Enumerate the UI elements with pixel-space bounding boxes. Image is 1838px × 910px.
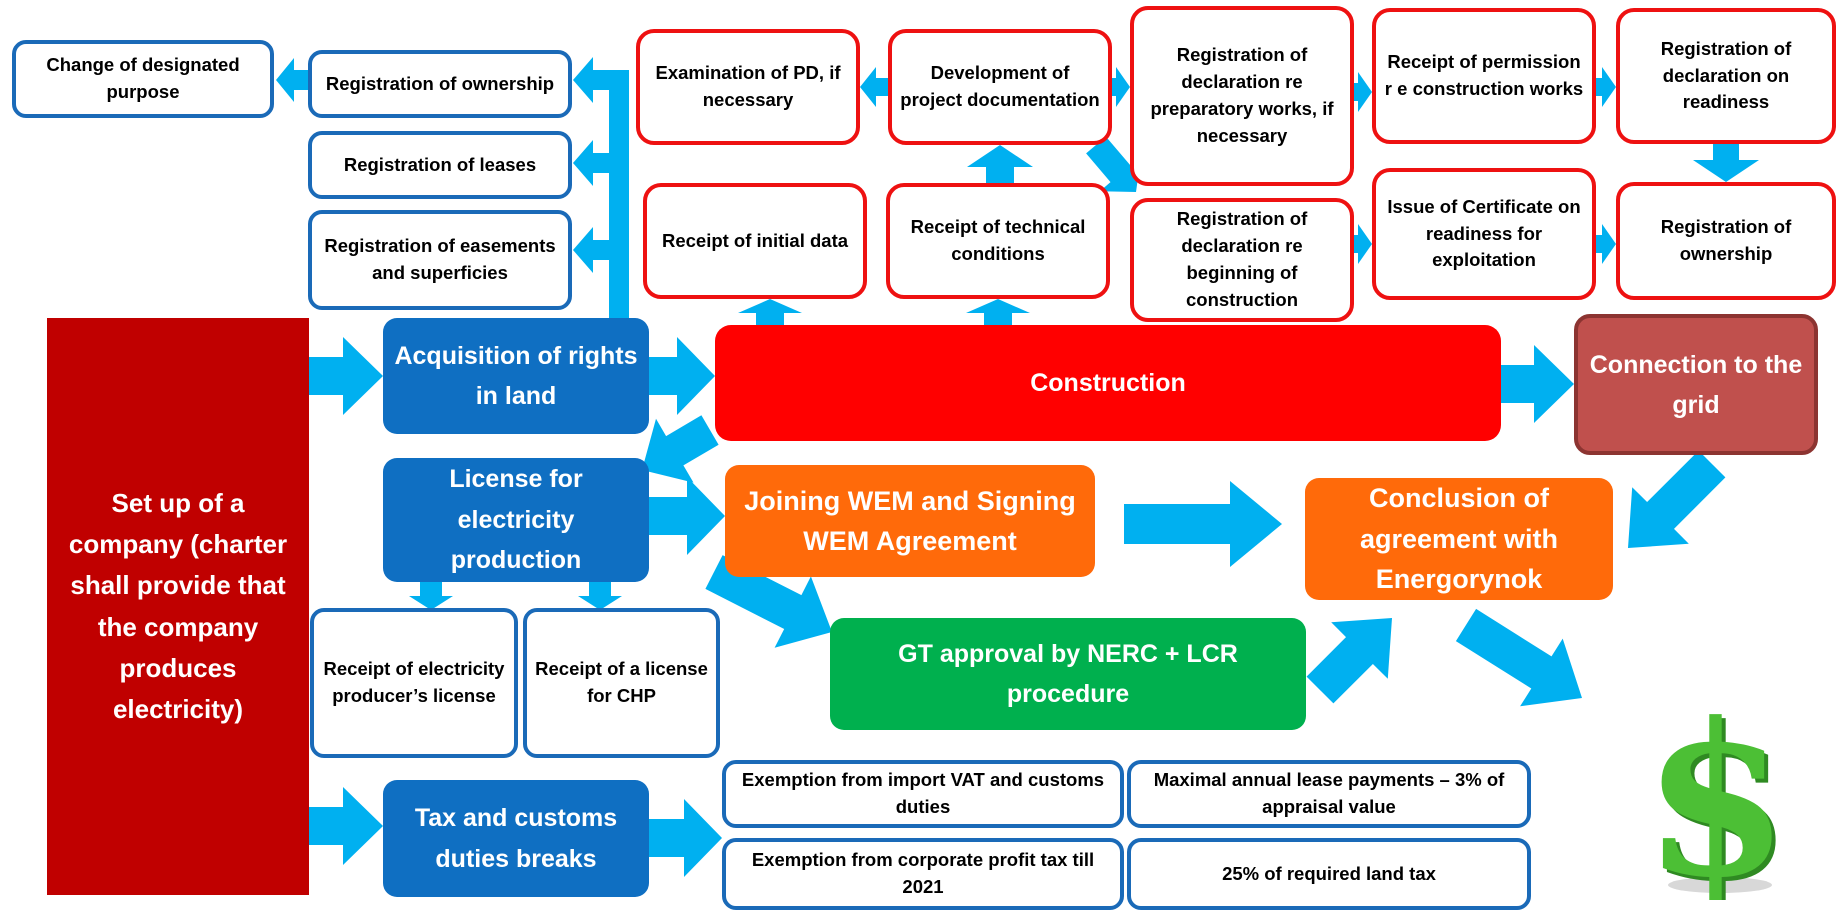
tax-and-customs-duties-breaks-box: Tax and customs duties breaks	[383, 780, 649, 897]
svg-text:$: $	[1650, 700, 1790, 900]
svg-text:$: $	[1650, 700, 1789, 900]
receipt-of-technical-conditions-box: Receipt of technical conditions	[886, 183, 1110, 299]
construction-box: Construction	[715, 325, 1501, 441]
joining-wem-box: Joining WEM and Signing WEM Agreement	[725, 465, 1095, 577]
arrow-certificate-to-ownership	[1596, 224, 1616, 264]
change-of-designated-purpose-box: Change of designated purpose	[12, 40, 274, 118]
declaration-preparatory-works-box: Registration of declaration re preparato…	[1130, 6, 1354, 186]
arrow-wem-to-energorynok	[1124, 481, 1282, 567]
arrow-setup-to-tax	[309, 787, 383, 865]
receipt-of-electricity-producer-license-box: Receipt of electricity producer’s licens…	[310, 608, 518, 758]
set-up-of-company-box: Set up of a company (charter shall provi…	[47, 318, 309, 895]
arrow-to-easements	[573, 227, 620, 273]
maximal-annual-lease-payments-box: Maximal annual lease payments – 3% of ap…	[1127, 760, 1531, 828]
arrow-permission-to-readiness	[1596, 67, 1616, 107]
arrow-preparatory-to-permission	[1354, 72, 1372, 112]
arrow-development-to-preparatory	[1112, 67, 1130, 107]
dollar-sign-icon: $ $	[1650, 700, 1790, 900]
arrow-license-to-producer	[409, 582, 453, 610]
receipt-of-permission-box: Receipt of permission r e construction w…	[1372, 8, 1596, 144]
gt-approval-box: GT approval by NERC + LCR procedure	[830, 618, 1306, 730]
arrow-setup-to-acquisition	[309, 337, 383, 415]
connection-to-grid-box: Connection to the grid	[1574, 314, 1818, 455]
registration-of-ownership-construction-box: Registration of ownership	[1616, 182, 1836, 300]
arrow-acquisition-to-construction	[649, 337, 715, 415]
receipt-of-license-for-chp-box: Receipt of a license for CHP	[523, 608, 720, 758]
land-tax-box: 25% of required land tax	[1127, 838, 1531, 910]
arrow-to-ownership	[573, 57, 620, 103]
arrow-license-to-gt	[705, 555, 832, 648]
registration-of-ownership-land-box: Registration of ownership	[308, 50, 572, 118]
arrow-tax-to-exemptions	[649, 799, 722, 877]
arrow-development-to-beginning	[1086, 136, 1141, 192]
arrow-construction-to-tech-conditions	[966, 299, 1030, 325]
arrow-gt-to-energorynok	[1306, 618, 1392, 704]
acquisition-of-rights-in-land-box: Acquisition of rights in land	[383, 318, 649, 434]
receipt-of-initial-data-box: Receipt of initial data	[643, 183, 867, 299]
registration-of-leases-box: Registration of leases	[308, 131, 572, 199]
exemption-import-vat-box: Exemption from import VAT and customs du…	[722, 760, 1124, 828]
arrow-development-to-examination	[860, 67, 888, 107]
arrow-license-to-chp	[578, 582, 622, 610]
arrow-license-to-wem	[649, 477, 725, 555]
certificate-on-readiness-box: Issue of Certificate on readiness for ex…	[1372, 168, 1596, 300]
declaration-on-readiness-box: Registration of declaration on readiness	[1616, 8, 1836, 144]
conclusion-of-agreement-energorynok-box: Conclusion of agreement with Energorynok	[1305, 478, 1613, 600]
license-for-electricity-production-box: License for electricity production	[383, 458, 649, 582]
declaration-beginning-of-construction-box: Registration of declaration re beginning…	[1130, 198, 1354, 322]
development-of-project-documentation-box: Development of project documentation	[888, 29, 1112, 145]
arrow-construction-to-grid	[1501, 345, 1574, 423]
exemption-corporate-profit-tax-box: Exemption from corporate profit tax till…	[722, 838, 1124, 910]
examination-of-pd-box: Examination of PD, if necessary	[636, 29, 860, 145]
arrow-construction-to-initial-data	[738, 299, 802, 325]
arrow-construction-to-license	[642, 415, 719, 483]
arrow-readiness-to-ownership	[1693, 144, 1759, 182]
arrow-beginning-to-certificate	[1354, 224, 1372, 264]
arrow-energorynok-to-dollar	[1455, 608, 1582, 707]
land-trunk-bar	[609, 70, 629, 320]
arrow-ownership-to-purpose	[276, 58, 308, 102]
registration-of-easements-box: Registration of easements and superficie…	[308, 210, 572, 310]
arrow-tech-to-development	[967, 145, 1033, 183]
arrow-grid-to-energorynok	[1628, 450, 1726, 548]
arrow-to-leases	[573, 140, 620, 186]
